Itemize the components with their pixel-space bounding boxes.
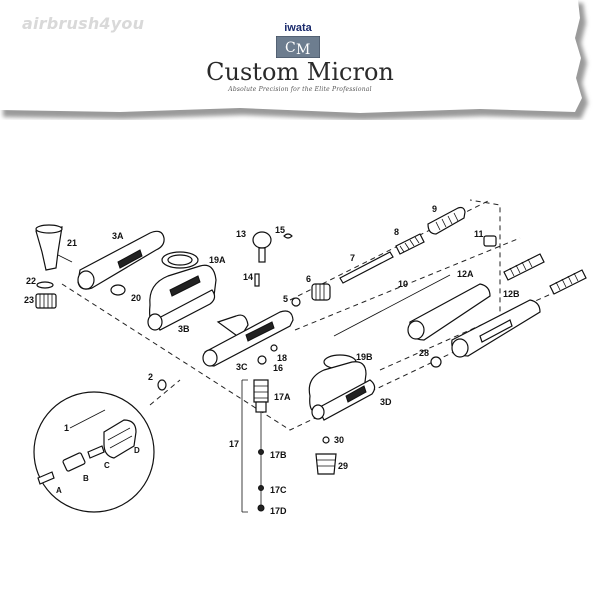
nozzle-d-part	[103, 419, 137, 459]
spring-8-part	[395, 233, 425, 255]
label-10: 10	[398, 279, 409, 289]
needle-part	[333, 274, 451, 337]
label-6: 6	[306, 274, 312, 284]
label-17c: 17C	[270, 485, 287, 495]
label-7: 7	[350, 253, 356, 263]
color-cup-part	[35, 224, 73, 271]
nozzle-b-part	[62, 452, 86, 472]
label-12b: 12B	[503, 289, 520, 299]
o-ring-2-part	[157, 379, 167, 391]
label-17b: 17B	[270, 450, 287, 460]
label-2: 2	[148, 372, 154, 382]
label-5: 5	[283, 294, 289, 304]
label-3a: 3A	[112, 231, 124, 241]
washer-part	[36, 281, 54, 289]
air-valve-17a-part	[253, 379, 269, 413]
handle-end-part	[503, 253, 545, 281]
brand-name: iwata	[284, 22, 312, 34]
valve-ball-17d	[257, 504, 265, 512]
handle-end-12b-part	[549, 269, 587, 295]
label-d: D	[134, 446, 140, 455]
valve-ball-17b	[258, 449, 264, 455]
label-21: 21	[67, 238, 78, 248]
label-14: 14	[243, 272, 254, 282]
label-8: 8	[394, 227, 400, 237]
label-17: 17	[229, 439, 240, 449]
o-ring-28-part	[430, 356, 442, 368]
spring-guide-part	[427, 206, 466, 235]
pin-part	[254, 273, 260, 287]
label-a: A	[56, 486, 62, 495]
trigger-cap-part	[110, 284, 126, 296]
body-3b-part	[147, 264, 217, 331]
label-22: 22	[26, 276, 37, 286]
nozzle-cap-part	[311, 283, 331, 301]
valve-part	[315, 453, 337, 475]
label-3d: 3D	[380, 397, 392, 407]
label-b: B	[83, 474, 89, 483]
valve-ball-17c	[258, 485, 264, 491]
body-3a-part	[77, 230, 165, 290]
label-1: 1	[64, 423, 70, 433]
handle-12b-part	[451, 299, 541, 358]
handle-12a-part	[407, 283, 491, 341]
page-title: Custom Micron	[206, 58, 394, 86]
small-seal-part	[270, 344, 278, 352]
label-3b: 3B	[178, 324, 190, 334]
assembly-dashed-line	[149, 379, 181, 406]
label-11: 11	[474, 229, 484, 239]
tagline: Absolute Precision for the Elite Profess…	[228, 86, 372, 93]
label-3c: 3C	[236, 362, 248, 372]
spring-part	[283, 233, 293, 239]
small-seal-part	[257, 355, 267, 365]
svg-text:M: M	[296, 42, 310, 58]
assembly-dashed-line	[61, 199, 501, 431]
body-3d-part	[308, 361, 376, 421]
assembly-dashed-line	[294, 237, 521, 331]
label-19b: 19B	[356, 352, 373, 362]
nozzle-a-part	[37, 471, 55, 485]
valve-seal-part	[322, 436, 330, 444]
label-18: 18	[277, 353, 288, 363]
label-17a: 17A	[274, 392, 291, 402]
svg-text:C: C	[285, 40, 296, 56]
part-11	[483, 235, 497, 247]
watermark-text: airbrush4you	[22, 14, 145, 33]
body-3c-part	[202, 310, 294, 367]
label-23: 23	[24, 295, 35, 305]
cup-lid-inner	[167, 254, 193, 266]
detail-leader	[69, 409, 106, 429]
label-20: 20	[131, 293, 142, 303]
label-12a: 12A	[457, 269, 474, 279]
label-19a: 19A	[209, 255, 226, 265]
label-17d: 17D	[270, 506, 287, 516]
cup-nut-part	[35, 293, 57, 309]
bracket-17	[241, 379, 248, 513]
label-28: 28	[419, 348, 430, 358]
label-c: C	[104, 461, 110, 470]
label-9: 9	[432, 204, 438, 214]
trigger-part	[252, 231, 272, 263]
needle-chuck-part	[339, 251, 394, 284]
label-16: 16	[273, 363, 284, 373]
part-5	[291, 297, 301, 307]
nozzle-c-part	[87, 445, 105, 459]
label-29: 29	[338, 461, 349, 471]
label-15: 15	[275, 225, 286, 235]
cm-logo-icon: C M	[276, 36, 320, 58]
assembly-dashed-line	[289, 199, 491, 301]
label-30: 30	[334, 435, 345, 445]
label-13: 13	[236, 229, 247, 239]
